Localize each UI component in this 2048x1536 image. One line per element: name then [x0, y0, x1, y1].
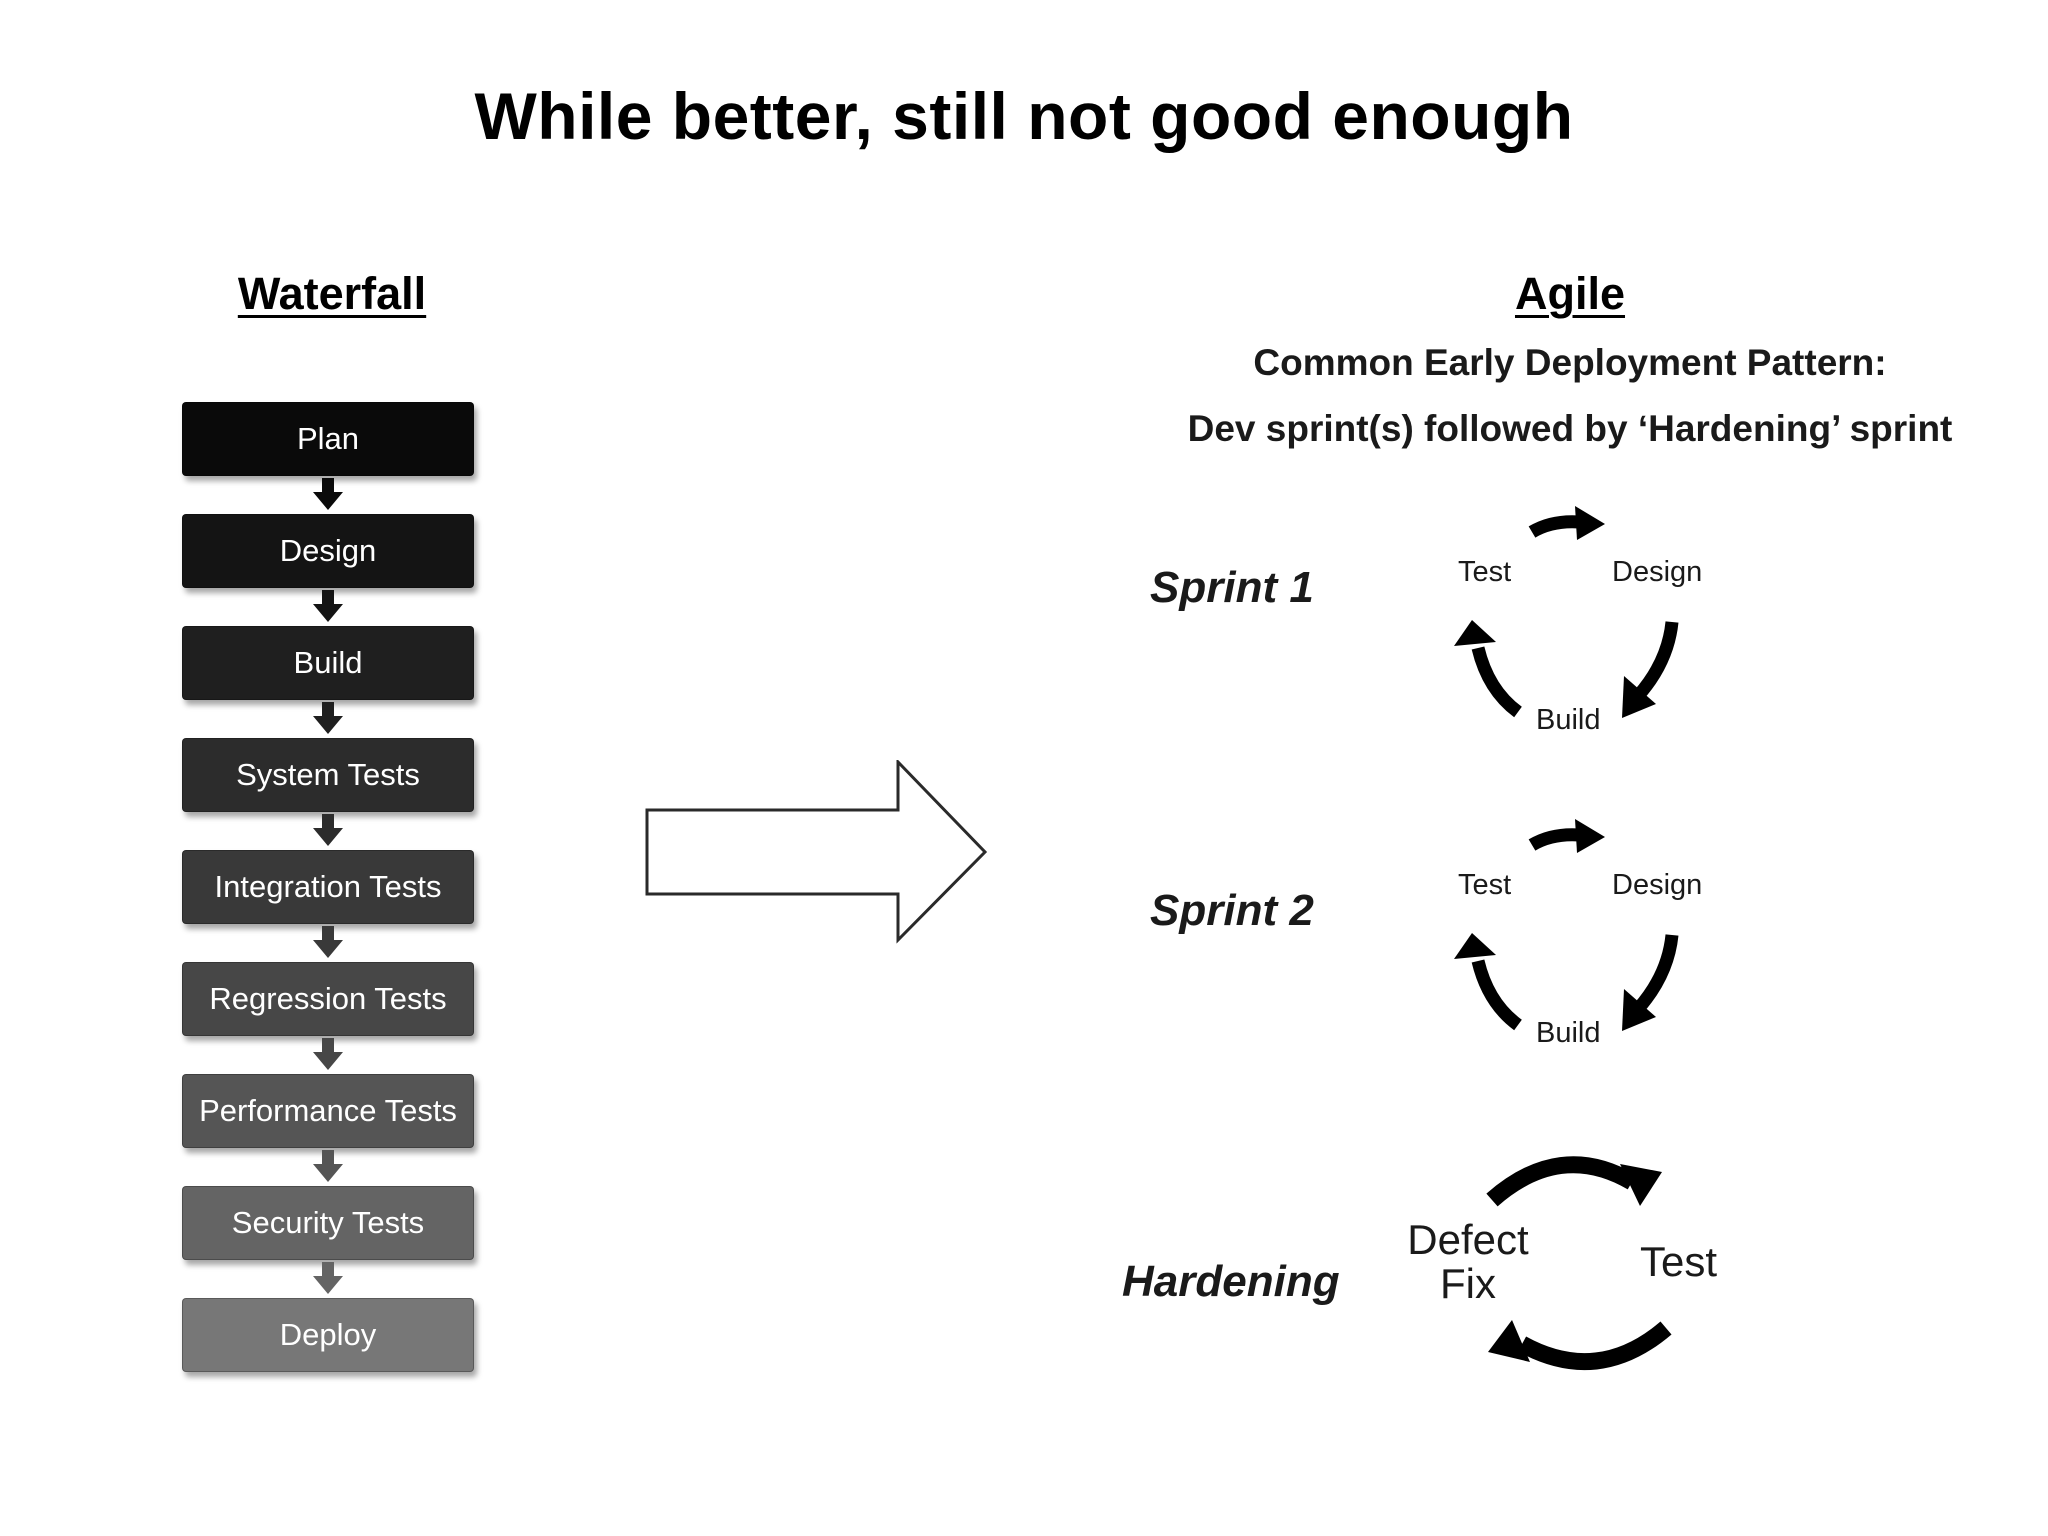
sprint-1-build-label: Build [1536, 704, 1601, 736]
curved-arrow-icon [1528, 819, 1605, 853]
hardening-test-label: Test [1640, 1238, 1718, 1285]
sprint-2-design-label: Design [1612, 869, 1703, 901]
sprint-1-label: Sprint 1 [1150, 563, 1314, 612]
down-arrow-icon [313, 590, 343, 622]
curved-arrow-icon [1488, 1320, 1672, 1371]
down-arrow-icon [313, 1038, 343, 1070]
down-arrow-icon [313, 926, 343, 958]
defect-fix-line2: Fix [1440, 1260, 1496, 1307]
slide-title: While better, still not good enough [474, 79, 1574, 153]
sprint-2-build-label: Build [1536, 1017, 1601, 1049]
curved-arrow-icon [1528, 506, 1605, 540]
down-arrow-icon [313, 814, 343, 846]
curved-arrow-icon [1622, 934, 1679, 1031]
waterfall-step: Plan [182, 402, 474, 476]
sprint-1-design-label: Design [1612, 556, 1703, 588]
hardening-label: Hardening [1122, 1257, 1340, 1306]
waterfall-step: Integration Tests [182, 850, 474, 924]
waterfall-step: Performance Tests [182, 1074, 474, 1148]
down-arrow-icon [313, 478, 343, 510]
defect-fix-label: Defect Fix [1398, 1218, 1538, 1306]
curved-arrow-icon [1622, 621, 1679, 718]
agile-subtitle-line1: Common Early Deployment Pattern: [1253, 342, 1887, 383]
agile-heading: Agile [1514, 268, 1626, 319]
curved-arrow-icon [1454, 933, 1523, 1031]
right-arrow-icon [645, 760, 988, 944]
hardening-cycle-arrows [1486, 1156, 1672, 1371]
curved-arrow-icon [1454, 620, 1523, 718]
sprint-1-cycle-arrows [1454, 506, 1679, 718]
curved-arrow-icon [1486, 1156, 1662, 1207]
agile-subtitle-line2: Dev sprint(s) followed by ‘Hardening’ sp… [1187, 408, 1953, 449]
sprint-1-test-label: Test [1458, 556, 1512, 588]
defect-fix-line1: Defect [1407, 1216, 1529, 1263]
down-arrow-icon [313, 1150, 343, 1182]
waterfall-step: System Tests [182, 738, 474, 812]
sprint-2-label: Sprint 2 [1150, 886, 1314, 935]
waterfall-step: Regression Tests [182, 962, 474, 1036]
down-arrow-icon [313, 1262, 343, 1294]
waterfall-step: Design [182, 514, 474, 588]
sprint-2-test-label: Test [1458, 869, 1512, 901]
waterfall-step: Security Tests [182, 1186, 474, 1260]
waterfall-step: Deploy [182, 1298, 474, 1372]
sprint-2-cycle-arrows [1454, 819, 1679, 1031]
down-arrow-icon [313, 702, 343, 734]
waterfall-heading: Waterfall [237, 268, 427, 319]
waterfall-step: Build [182, 626, 474, 700]
